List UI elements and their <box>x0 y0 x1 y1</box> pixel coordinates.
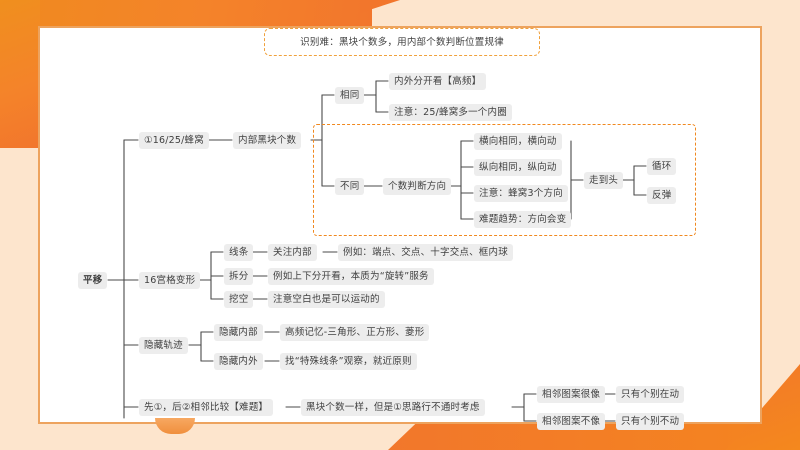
node-hidden-inner-detail[interactable]: 高频记忆-三角形、正方形、菱形 <box>280 324 430 341</box>
node-adjacent-similar[interactable]: 相邻图案很像 <box>537 386 606 403</box>
node-hidden-inner-outer-detail[interactable]: 找“特殊线条”观察，就近原则 <box>280 353 417 370</box>
node-direction-rule-3[interactable]: 注意：蜂窝3个方向 <box>474 185 568 202</box>
callout-text: 识别难：黑块个数多，用内部个数判断位置规律 <box>300 36 504 48</box>
mindmap-root-node[interactable]: 平移 <box>78 272 108 289</box>
node-branch-2[interactable]: 16宫格变形 <box>139 272 201 289</box>
node-hollow[interactable]: 挖空 <box>224 291 254 308</box>
node-same[interactable]: 相同 <box>335 87 365 104</box>
node-direction-rule-2[interactable]: 纵向相同，纵向动 <box>474 159 562 176</box>
node-lines[interactable]: 线条 <box>224 244 254 261</box>
node-branch-4[interactable]: 先①，后②相邻比较【难题】 <box>139 399 274 416</box>
node-split[interactable]: 拆分 <box>224 268 254 285</box>
bottom-tab-notch <box>155 418 195 434</box>
node-branch-4-detail[interactable]: 黑块个数一样，但是①思路行不通时考虑 <box>301 399 485 416</box>
node-walk-cycle[interactable]: 循环 <box>647 158 677 175</box>
node-branch-3[interactable]: 隐藏轨迹 <box>139 337 188 354</box>
node-same-child-1[interactable]: 内外分开看【高频】 <box>389 73 487 90</box>
node-focus-inner[interactable]: 关注内部 <box>268 244 317 261</box>
node-same-child-2[interactable]: 注意：25/蜂窝多一个内圈 <box>389 104 512 121</box>
background-orange-left-bar <box>0 0 40 148</box>
node-count-judges-direction[interactable]: 个数判断方向 <box>383 178 452 195</box>
node-direction-rule-4[interactable]: 难题趋势：方向会变 <box>474 211 572 228</box>
node-split-example[interactable]: 例如上下分开看，本质为“旋转”服务 <box>268 268 434 285</box>
node-walk-to-end[interactable]: 走到头 <box>584 172 624 189</box>
node-walk-bounce[interactable]: 反弹 <box>647 187 677 204</box>
node-different[interactable]: 不同 <box>335 178 365 195</box>
node-hidden-inner-outer[interactable]: 隐藏内外 <box>214 353 263 370</box>
node-direction-rule-1[interactable]: 横向相同，横向动 <box>474 133 562 150</box>
node-adjacent-dissimilar[interactable]: 相邻图案不像 <box>537 413 606 430</box>
node-adjacent-dissimilar-detail[interactable]: 只有个别不动 <box>616 413 685 430</box>
node-inner-black-count[interactable]: 内部黑块个数 <box>233 132 302 149</box>
node-hidden-inner[interactable]: 隐藏内部 <box>214 324 263 341</box>
node-hollow-example[interactable]: 注意空白也是可以运动的 <box>268 291 385 308</box>
node-branch-1[interactable]: ①16/25/蜂窝 <box>139 132 209 149</box>
top-callout-box: 识别难：黑块个数多，用内部个数判断位置规律 <box>264 28 540 56</box>
node-lines-example[interactable]: 例如：端点、交点、十字交点、框内球 <box>338 244 513 261</box>
node-adjacent-similar-detail[interactable]: 只有个别在动 <box>616 386 685 403</box>
